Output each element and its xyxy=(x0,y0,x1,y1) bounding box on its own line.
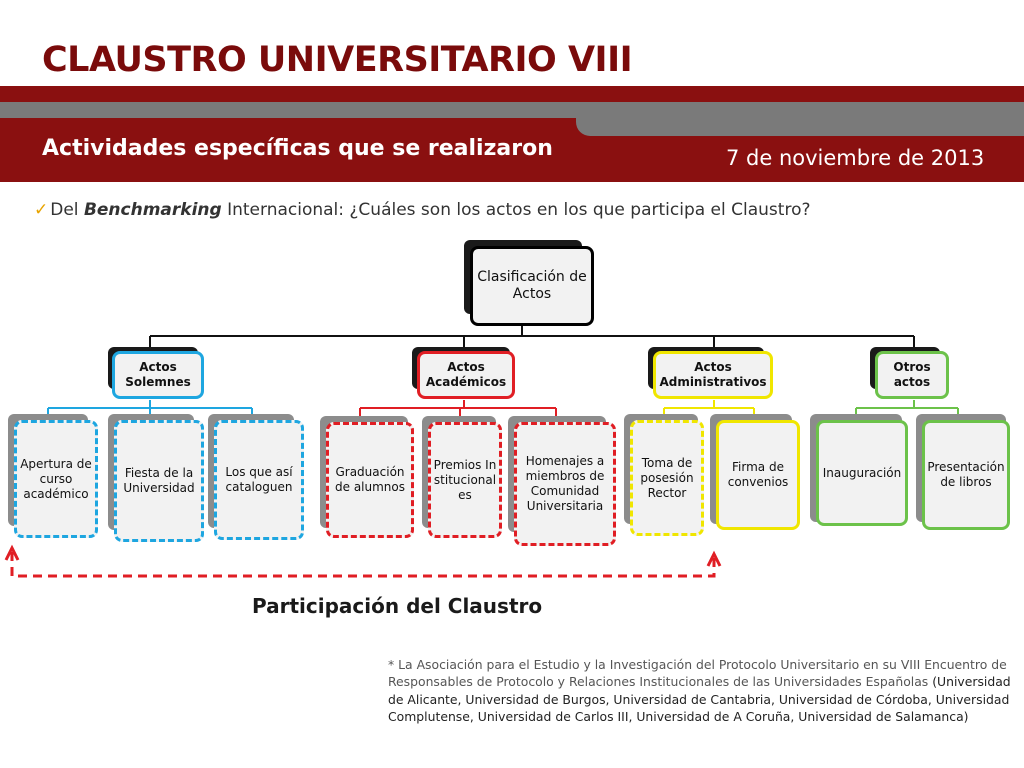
category-otros: Otros actos xyxy=(875,351,949,399)
category-administrativos: Actos Administrativos xyxy=(653,351,773,399)
footnote-universities: (Universidad de Alicante, Universidad de… xyxy=(388,674,1011,725)
leaf-label: Presentación de libros xyxy=(927,460,1005,489)
leaf-toma-posesion: Toma de posesión Rector xyxy=(630,420,704,536)
question-suffix: Internacional: ¿Cuáles son los actos en … xyxy=(221,200,811,220)
check-icon: ✓ xyxy=(34,200,49,220)
participation-label: Participación del Claustro xyxy=(252,594,543,618)
leaf-label: Los que así cataloguen xyxy=(225,465,293,494)
header-band-top xyxy=(0,86,1024,102)
leaf-label: Apertura de curso académico xyxy=(20,456,92,501)
slide-subtitle: Actividades específicas que se realizaro… xyxy=(42,136,553,161)
leaf-label: Inauguración xyxy=(822,465,902,480)
category-label: Actos Académicos xyxy=(425,360,507,389)
benchmark-question: ✓Del Benchmarking Internacional: ¿Cuáles… xyxy=(34,200,811,220)
leaf-label: Toma de posesión Rector xyxy=(640,455,694,500)
leaf-label: Homenajes a miembros de Comunidad Univer… xyxy=(525,454,605,513)
category-label: Actos Solemnes xyxy=(125,360,191,389)
footnote-source: * La Asociación para el Estudio y la Inv… xyxy=(388,657,1007,690)
category-academicos: Actos Académicos xyxy=(417,351,515,399)
leaf-apertura: Apertura de curso académico xyxy=(14,420,98,538)
leaf-presentacion: Presentación de libros xyxy=(922,420,1010,530)
question-prefix: Del xyxy=(50,200,84,220)
question-emphasis: Benchmarking xyxy=(83,200,222,220)
category-label: Otros actos xyxy=(893,360,931,389)
leaf-label: Firma de convenios xyxy=(727,460,789,489)
leaf-cataloguen: Los que así cataloguen xyxy=(214,420,304,540)
leaf-label: Premios Institucionales xyxy=(433,457,497,502)
footnote: * La Asociación para el Estudio y la Inv… xyxy=(388,656,1013,725)
leaf-label: Fiesta de la Universidad xyxy=(123,466,195,495)
leaf-inauguracion: Inauguración xyxy=(816,420,908,526)
slide-title: CLAUSTRO UNIVERSITARIO VIII xyxy=(42,40,633,80)
leaf-firma-convenios: Firma de convenios xyxy=(716,420,800,530)
leaf-label: Graduación de alumnos xyxy=(335,465,405,494)
leaf-graduacion: Graduación de alumnos xyxy=(326,422,414,538)
root-label: Clasificación de Actos xyxy=(477,268,587,303)
leaf-fiesta: Fiesta de la Universidad xyxy=(114,420,204,542)
leaf-homenajes: Homenajes a miembros de Comunidad Univer… xyxy=(514,422,616,546)
category-label: Actos Administrativos xyxy=(659,360,767,389)
category-solemnes: Actos Solemnes xyxy=(112,351,204,399)
header-band-grey-tab xyxy=(576,102,1024,136)
leaf-premios: Premios Institucionales xyxy=(428,422,502,538)
root-box: Clasificación de Actos xyxy=(470,246,594,326)
slide-date: 7 de noviembre de 2013 xyxy=(726,146,985,170)
